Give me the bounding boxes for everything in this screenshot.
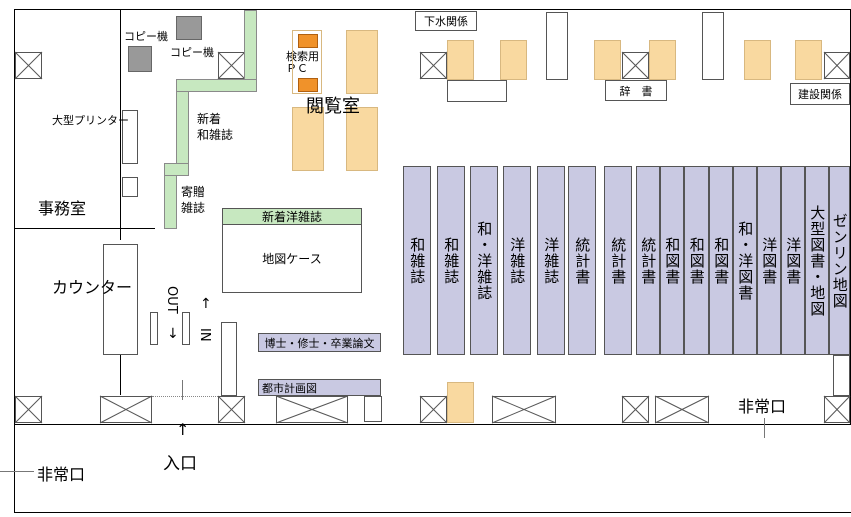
copier-2-label: コピー機 [170, 46, 214, 59]
pillar-bottom-3 [275, 395, 349, 424]
theses-shelf: 博士・修士・卒業論文 [258, 333, 381, 352]
gate-right [182, 312, 190, 345]
office-label: 事務室 [38, 199, 87, 218]
counter-label: カウンター [52, 278, 133, 297]
shelf-7: 統計書 [604, 166, 632, 355]
wall-top [14, 9, 851, 10]
office-small-box [122, 177, 138, 197]
pillar-bottom-7 [654, 395, 710, 424]
shelf-6: 統計書 [568, 166, 596, 355]
out-label: OUT [164, 286, 179, 314]
tall-cabinet [546, 12, 568, 80]
copier-1-label: コピー機 [124, 30, 168, 43]
reading-table-3 [292, 107, 324, 171]
dictionaries-shelf: 辞 書 [605, 80, 667, 101]
shelf-3: 和・洋雑誌 [470, 166, 498, 355]
shelf-13: 洋図書 [757, 166, 781, 355]
construction-table-2 [795, 40, 822, 80]
search-pc-label: 検索用 ＰＣ [286, 50, 319, 76]
pillar-bottom-right [823, 395, 851, 424]
pillar-bottom-5 [491, 395, 557, 424]
reading-room-label: 閲覧室 [306, 96, 360, 117]
shelf-16: ゼンリン地図 [829, 166, 850, 355]
office-partition [120, 10, 121, 240]
shelf-5: 洋雑誌 [537, 166, 565, 355]
in-arrow-icon: ↑ [200, 296, 212, 312]
sewerage-table-2 [500, 40, 527, 80]
outer-bottom-line [14, 512, 851, 513]
pillar-bottom-6 [621, 395, 650, 424]
sewerage-table-1 [447, 40, 474, 80]
green-shelf-mid-h [176, 79, 257, 92]
wall-bottom [14, 424, 851, 425]
shelf-10: 和図書 [684, 166, 709, 355]
out-arrow-icon: ↓ [167, 326, 179, 342]
green-shelf-top [244, 10, 257, 80]
new-foreign-magazines: 新着洋雑誌 [222, 208, 362, 225]
shelf-2: 和雑誌 [437, 166, 465, 355]
entrance-label: 入口 [163, 454, 197, 474]
construction-table-1 [744, 40, 771, 80]
entrance-line [152, 396, 218, 397]
reading-table-2 [346, 30, 378, 94]
office-partition-h [15, 228, 155, 229]
sewerage-shelf [447, 80, 507, 102]
copier-2-shape [176, 16, 202, 40]
city-plans-shelf: 都市計画図 [258, 379, 381, 396]
zenrin-cabinet [833, 355, 850, 396]
copier-1-shape [128, 46, 152, 72]
pillar-top-2 [217, 51, 246, 80]
shelf-8: 統計書 [636, 166, 660, 355]
bottom-table [447, 382, 474, 423]
map-case: 地図ケース [222, 224, 362, 293]
pillar-top-3 [419, 51, 448, 80]
gate-left [150, 312, 158, 345]
reading-table-1 [292, 30, 322, 94]
pillar-top-4 [621, 51, 650, 80]
entrance-post [221, 322, 237, 396]
shelf-1: 和雑誌 [403, 166, 431, 355]
pillar-bottom-2 [217, 395, 246, 424]
reading-table-4 [346, 107, 378, 171]
pillar-top-left [14, 51, 43, 80]
pillar-bottom-entrance [99, 395, 153, 424]
shelf-12: 和・洋図書 [733, 166, 757, 355]
green-shelf-low-v [164, 175, 177, 229]
shelf-4: 洋雑誌 [503, 166, 531, 355]
shelf-11: 和図書 [709, 166, 733, 355]
emergency-exit-left-label: 非常口 [37, 465, 86, 484]
search-pc-1[interactable] [298, 34, 318, 48]
counter-post [120, 355, 121, 395]
pillar-top-right [823, 51, 851, 80]
shelf-15: 大型図書・地図 [805, 166, 829, 355]
sewerage-label-box: 下水関係 [415, 11, 477, 31]
construction-shelf: 建設関係 [790, 83, 850, 105]
entrance-guide [182, 380, 183, 400]
shelf-9: 和図書 [660, 166, 684, 355]
tall-cabinet-2 [702, 12, 724, 80]
pillar-bottom-4 [419, 395, 448, 424]
shelf-14: 洋図書 [781, 166, 805, 355]
city-plans-cabinet [364, 396, 382, 422]
dict-table-1 [594, 40, 621, 80]
entrance-arrow-icon: ↑ [176, 420, 190, 439]
large-printer [122, 110, 138, 164]
wall-left [14, 9, 15, 425]
search-pc-2[interactable] [298, 78, 318, 92]
in-label: IN [197, 328, 212, 342]
green-shelf-mid-v [176, 91, 189, 164]
emergency-exit-right-line [764, 418, 765, 438]
counter-desk[interactable] [103, 244, 138, 355]
outer-left-line [14, 425, 15, 513]
emergency-exit-right-label: 非常口 [738, 397, 787, 416]
emergency-exit-left-line [0, 471, 34, 472]
pillar-bottom-left [14, 395, 43, 424]
new-jp-magazines-label: 新着 和雑誌 [197, 112, 234, 142]
dict-table-2 [649, 40, 676, 80]
donated-magazines-label: 寄贈 雑誌 [181, 185, 206, 215]
large-printer-label: 大型プリンター [52, 114, 129, 127]
